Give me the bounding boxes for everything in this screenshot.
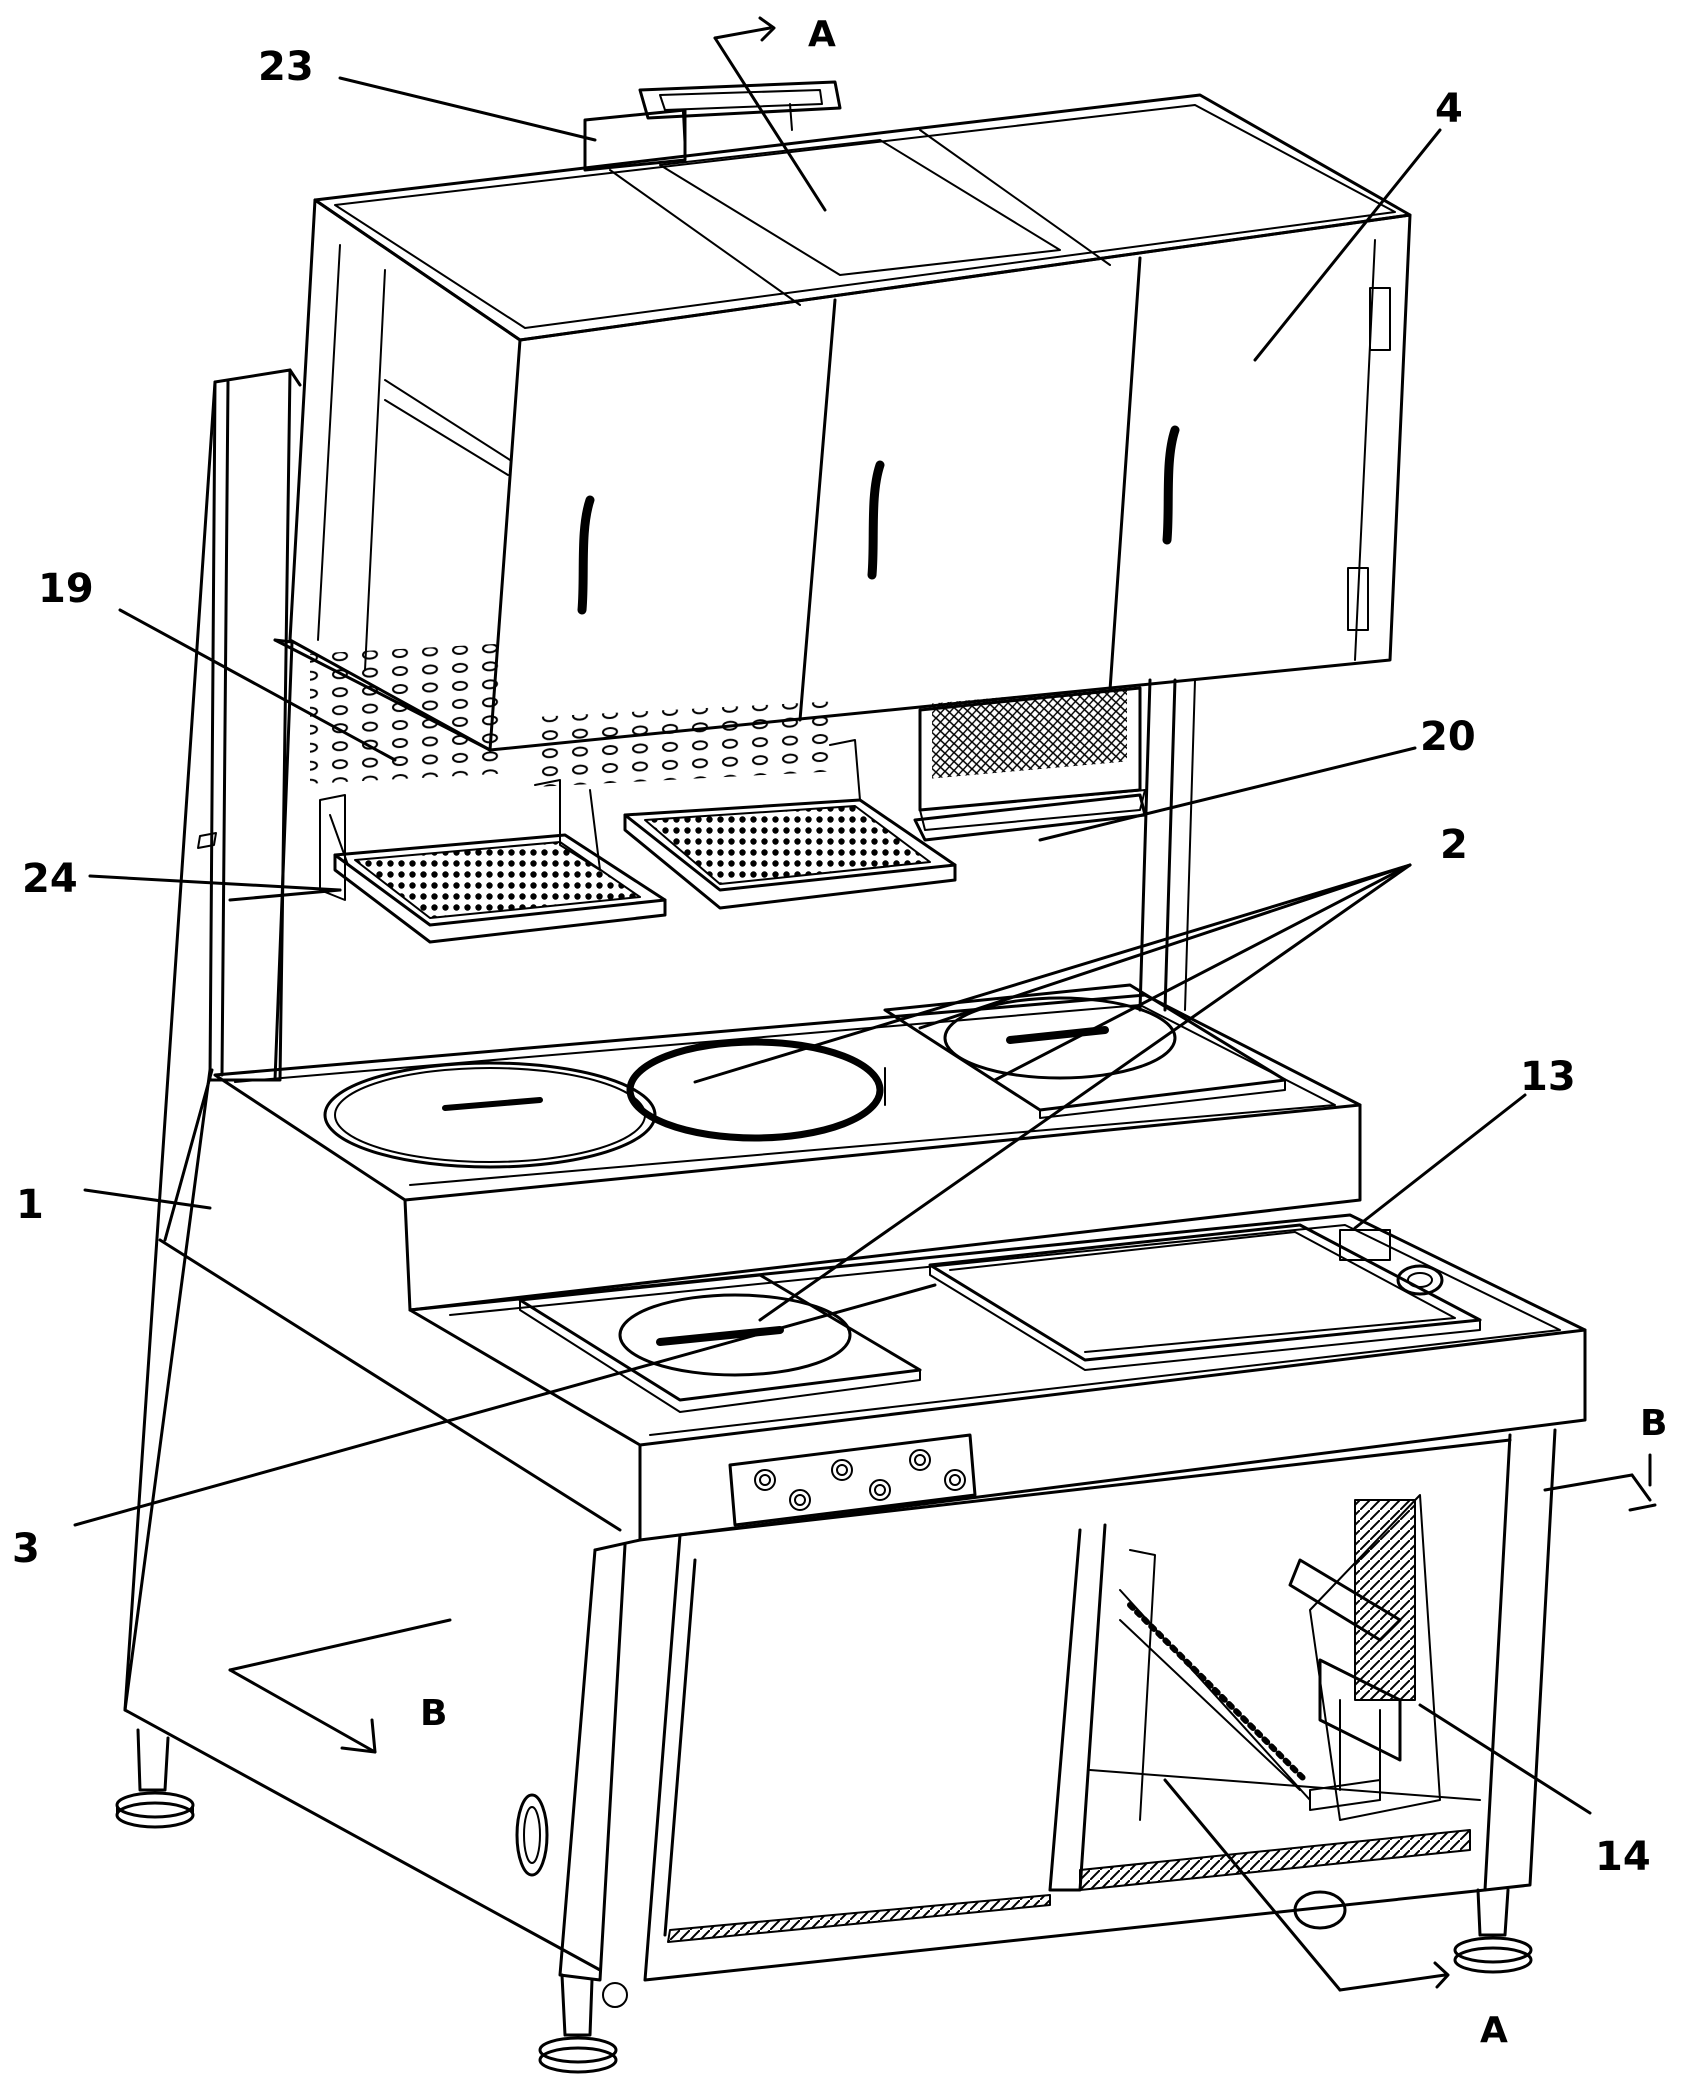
tray-holders xyxy=(319,739,1147,944)
section-label-a-top: A xyxy=(808,14,836,55)
leader-1 xyxy=(83,1188,212,1210)
leader-19 xyxy=(118,608,397,762)
leader-lines xyxy=(73,76,1592,1815)
leader-2b xyxy=(993,863,1412,1082)
leader-2a xyxy=(918,863,1412,1030)
lower-work-surface xyxy=(408,1213,1587,1552)
section-lines xyxy=(228,16,1657,1992)
label-14: 14 xyxy=(1595,1834,1651,1880)
leader-4 xyxy=(1253,128,1442,362)
leader-20 xyxy=(1038,746,1417,842)
label-4: 4 xyxy=(1435,86,1463,132)
label-13: 13 xyxy=(1520,1054,1576,1100)
label-24: 24 xyxy=(22,856,78,902)
section-label-a-bottom: A xyxy=(1480,2010,1508,2051)
label-19: 19 xyxy=(38,566,94,612)
upper-work-surface xyxy=(213,983,1362,1312)
leader-23 xyxy=(338,76,597,142)
back-wall-rack xyxy=(228,638,1196,1082)
label-23: 23 xyxy=(258,44,314,90)
label-1: 1 xyxy=(16,1182,44,1228)
section-labels: A A B B xyxy=(420,14,1667,2051)
section-label-b-right: B xyxy=(1640,1403,1667,1444)
leader-2d xyxy=(758,863,1412,1322)
leader-2c xyxy=(693,863,1412,1084)
label-20: 20 xyxy=(1420,714,1476,760)
reference-numerals: 23 4 19 24 20 2 1 13 3 14 xyxy=(12,44,1651,1880)
leveling-feet xyxy=(115,1728,1533,2074)
section-label-b-left: B xyxy=(420,1693,447,1734)
leader-13 xyxy=(1353,1093,1527,1230)
leader-24 xyxy=(88,874,342,892)
leader-3 xyxy=(73,1283,937,1527)
label-2: 2 xyxy=(1440,822,1468,868)
label-3: 3 xyxy=(12,1526,40,1572)
lower-frame xyxy=(558,1428,1557,1982)
left-side-panel xyxy=(123,368,622,1972)
leader-14 xyxy=(1418,1703,1592,1815)
